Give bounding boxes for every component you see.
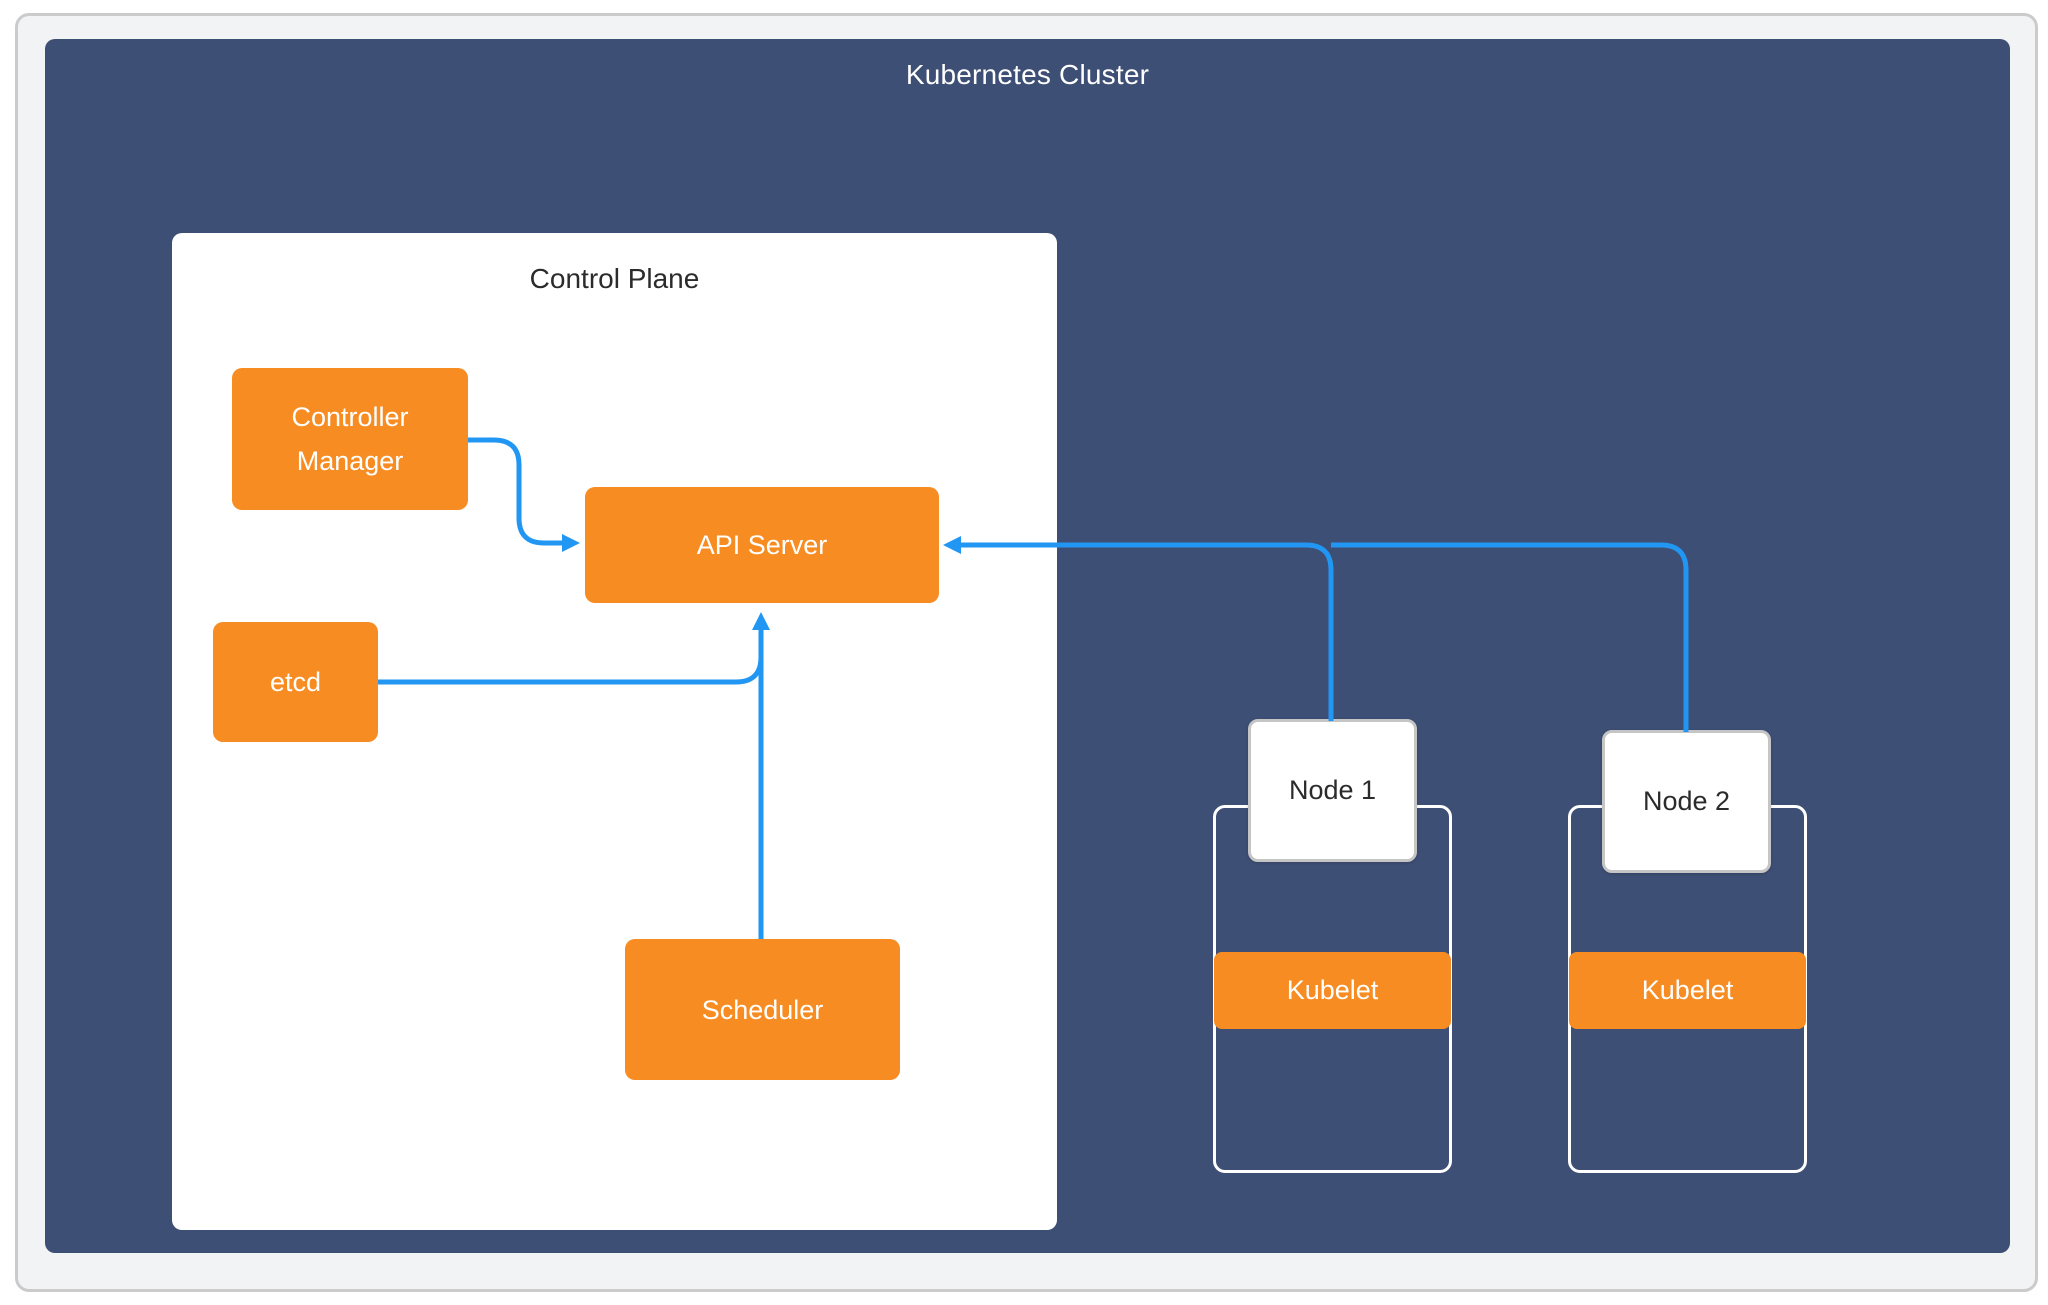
api-server-box: API Server (585, 487, 939, 603)
cluster-title: Kubernetes Cluster (905, 59, 1150, 90)
control-plane-title: Control Plane (529, 263, 700, 294)
etcd-box: etcd (213, 622, 378, 742)
node-2-card: Node 2 (1602, 730, 1771, 873)
controller-manager-box: Controller Manager (232, 368, 468, 510)
node-1-card: Node 1 (1248, 719, 1417, 862)
scheduler-box: Scheduler (625, 939, 900, 1080)
node-1-kubelet-bar: Kubelet (1214, 952, 1451, 1029)
node-2-kubelet-bar: Kubelet (1569, 952, 1806, 1029)
